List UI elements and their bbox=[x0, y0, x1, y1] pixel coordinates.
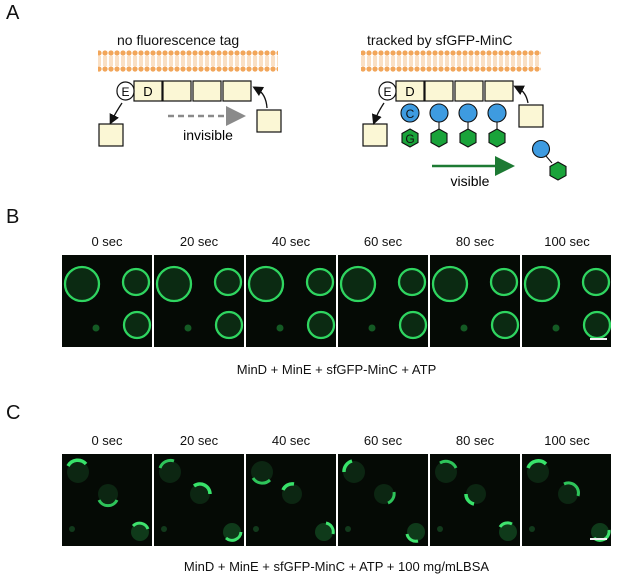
free-minc bbox=[531, 139, 551, 159]
binding-arrow-right bbox=[513, 85, 529, 104]
release-arrow-right bbox=[371, 102, 385, 125]
gfp-label: G bbox=[405, 132, 414, 146]
visible-label: visible bbox=[451, 173, 490, 189]
micrograph-frame bbox=[154, 255, 244, 347]
free-gfp bbox=[549, 161, 567, 181]
panel-b-caption: MinD + MinE + sfGFP-MinC + ATP bbox=[236, 362, 437, 377]
mine-label-right: E bbox=[383, 85, 391, 99]
time-label: 100 sec bbox=[544, 234, 590, 249]
micrograph-frame bbox=[338, 454, 428, 546]
mine-label-left: E bbox=[121, 85, 129, 99]
mind-filament-left bbox=[133, 80, 252, 102]
micrograph-frame bbox=[246, 454, 336, 546]
mind-label-left: D bbox=[143, 84, 152, 99]
time-label: 40 sec bbox=[271, 234, 311, 249]
binding-arrow-left bbox=[252, 86, 268, 109]
invisible-label: invisible bbox=[183, 127, 233, 143]
scale-bar bbox=[590, 538, 607, 540]
panel-c-letter: C bbox=[6, 402, 21, 424]
time-label: 40 sec bbox=[271, 433, 311, 448]
panel-c-caption: MinD + MinE + sfGFP-MinC + ATP + 100 mg/… bbox=[183, 559, 490, 574]
time-label: 80 sec bbox=[455, 234, 495, 249]
micrograph-frame bbox=[62, 454, 152, 546]
free-link bbox=[545, 155, 553, 164]
panel-a-right-title: tracked by sfGFP-MinC bbox=[367, 32, 513, 48]
micrograph-frame bbox=[62, 255, 152, 347]
minc-row bbox=[400, 103, 507, 123]
panel-b-letter: B bbox=[6, 206, 20, 228]
panel-b-time-labels: 0 sec 20 sec 40 sec 60 sec 80 sec 100 se… bbox=[62, 234, 611, 252]
micrograph-frame bbox=[430, 255, 520, 347]
micrograph-frame bbox=[338, 255, 428, 347]
panel-b-micrograph-strip bbox=[62, 255, 611, 347]
time-label: 60 sec bbox=[363, 433, 403, 448]
gfp-row bbox=[401, 128, 506, 148]
minc-label: C bbox=[406, 107, 415, 121]
membrane-right bbox=[361, 50, 541, 72]
minc-gfp-links bbox=[438, 122, 498, 129]
mincde-schematic: D E invisible D E C G bbox=[98, 50, 567, 189]
time-label: 80 sec bbox=[455, 433, 495, 448]
mine-right bbox=[378, 81, 397, 101]
time-label: 20 sec bbox=[179, 234, 219, 249]
micrograph-frame bbox=[522, 454, 611, 546]
released-mind-left bbox=[98, 123, 124, 147]
incoming-mind-left bbox=[256, 109, 282, 133]
micrograph-frame bbox=[522, 255, 611, 347]
time-label: 100 sec bbox=[544, 433, 590, 448]
micrograph-frame bbox=[154, 454, 244, 546]
time-label: 0 sec bbox=[91, 433, 123, 448]
mind-label-right: D bbox=[405, 84, 414, 99]
panel-a-left-title: no fluorescence tag bbox=[117, 32, 240, 48]
released-mind-right bbox=[362, 123, 388, 147]
mine-left bbox=[116, 81, 135, 101]
incoming-mind-right bbox=[518, 104, 544, 128]
scale-bar bbox=[590, 338, 607, 340]
micrograph-frame bbox=[246, 255, 336, 347]
panel-c-time-labels: 0 sec 20 sec 40 sec 60 sec 80 sec 100 se… bbox=[62, 433, 611, 451]
time-label: 60 sec bbox=[363, 234, 403, 249]
release-arrow-left bbox=[109, 102, 123, 125]
membrane-left bbox=[98, 50, 278, 72]
time-label: 20 sec bbox=[179, 433, 219, 448]
time-label: 0 sec bbox=[91, 234, 123, 249]
panel-a-letter: A bbox=[6, 2, 20, 24]
micrograph-frame bbox=[430, 454, 520, 546]
panel-c-micrograph-strip bbox=[62, 454, 611, 546]
